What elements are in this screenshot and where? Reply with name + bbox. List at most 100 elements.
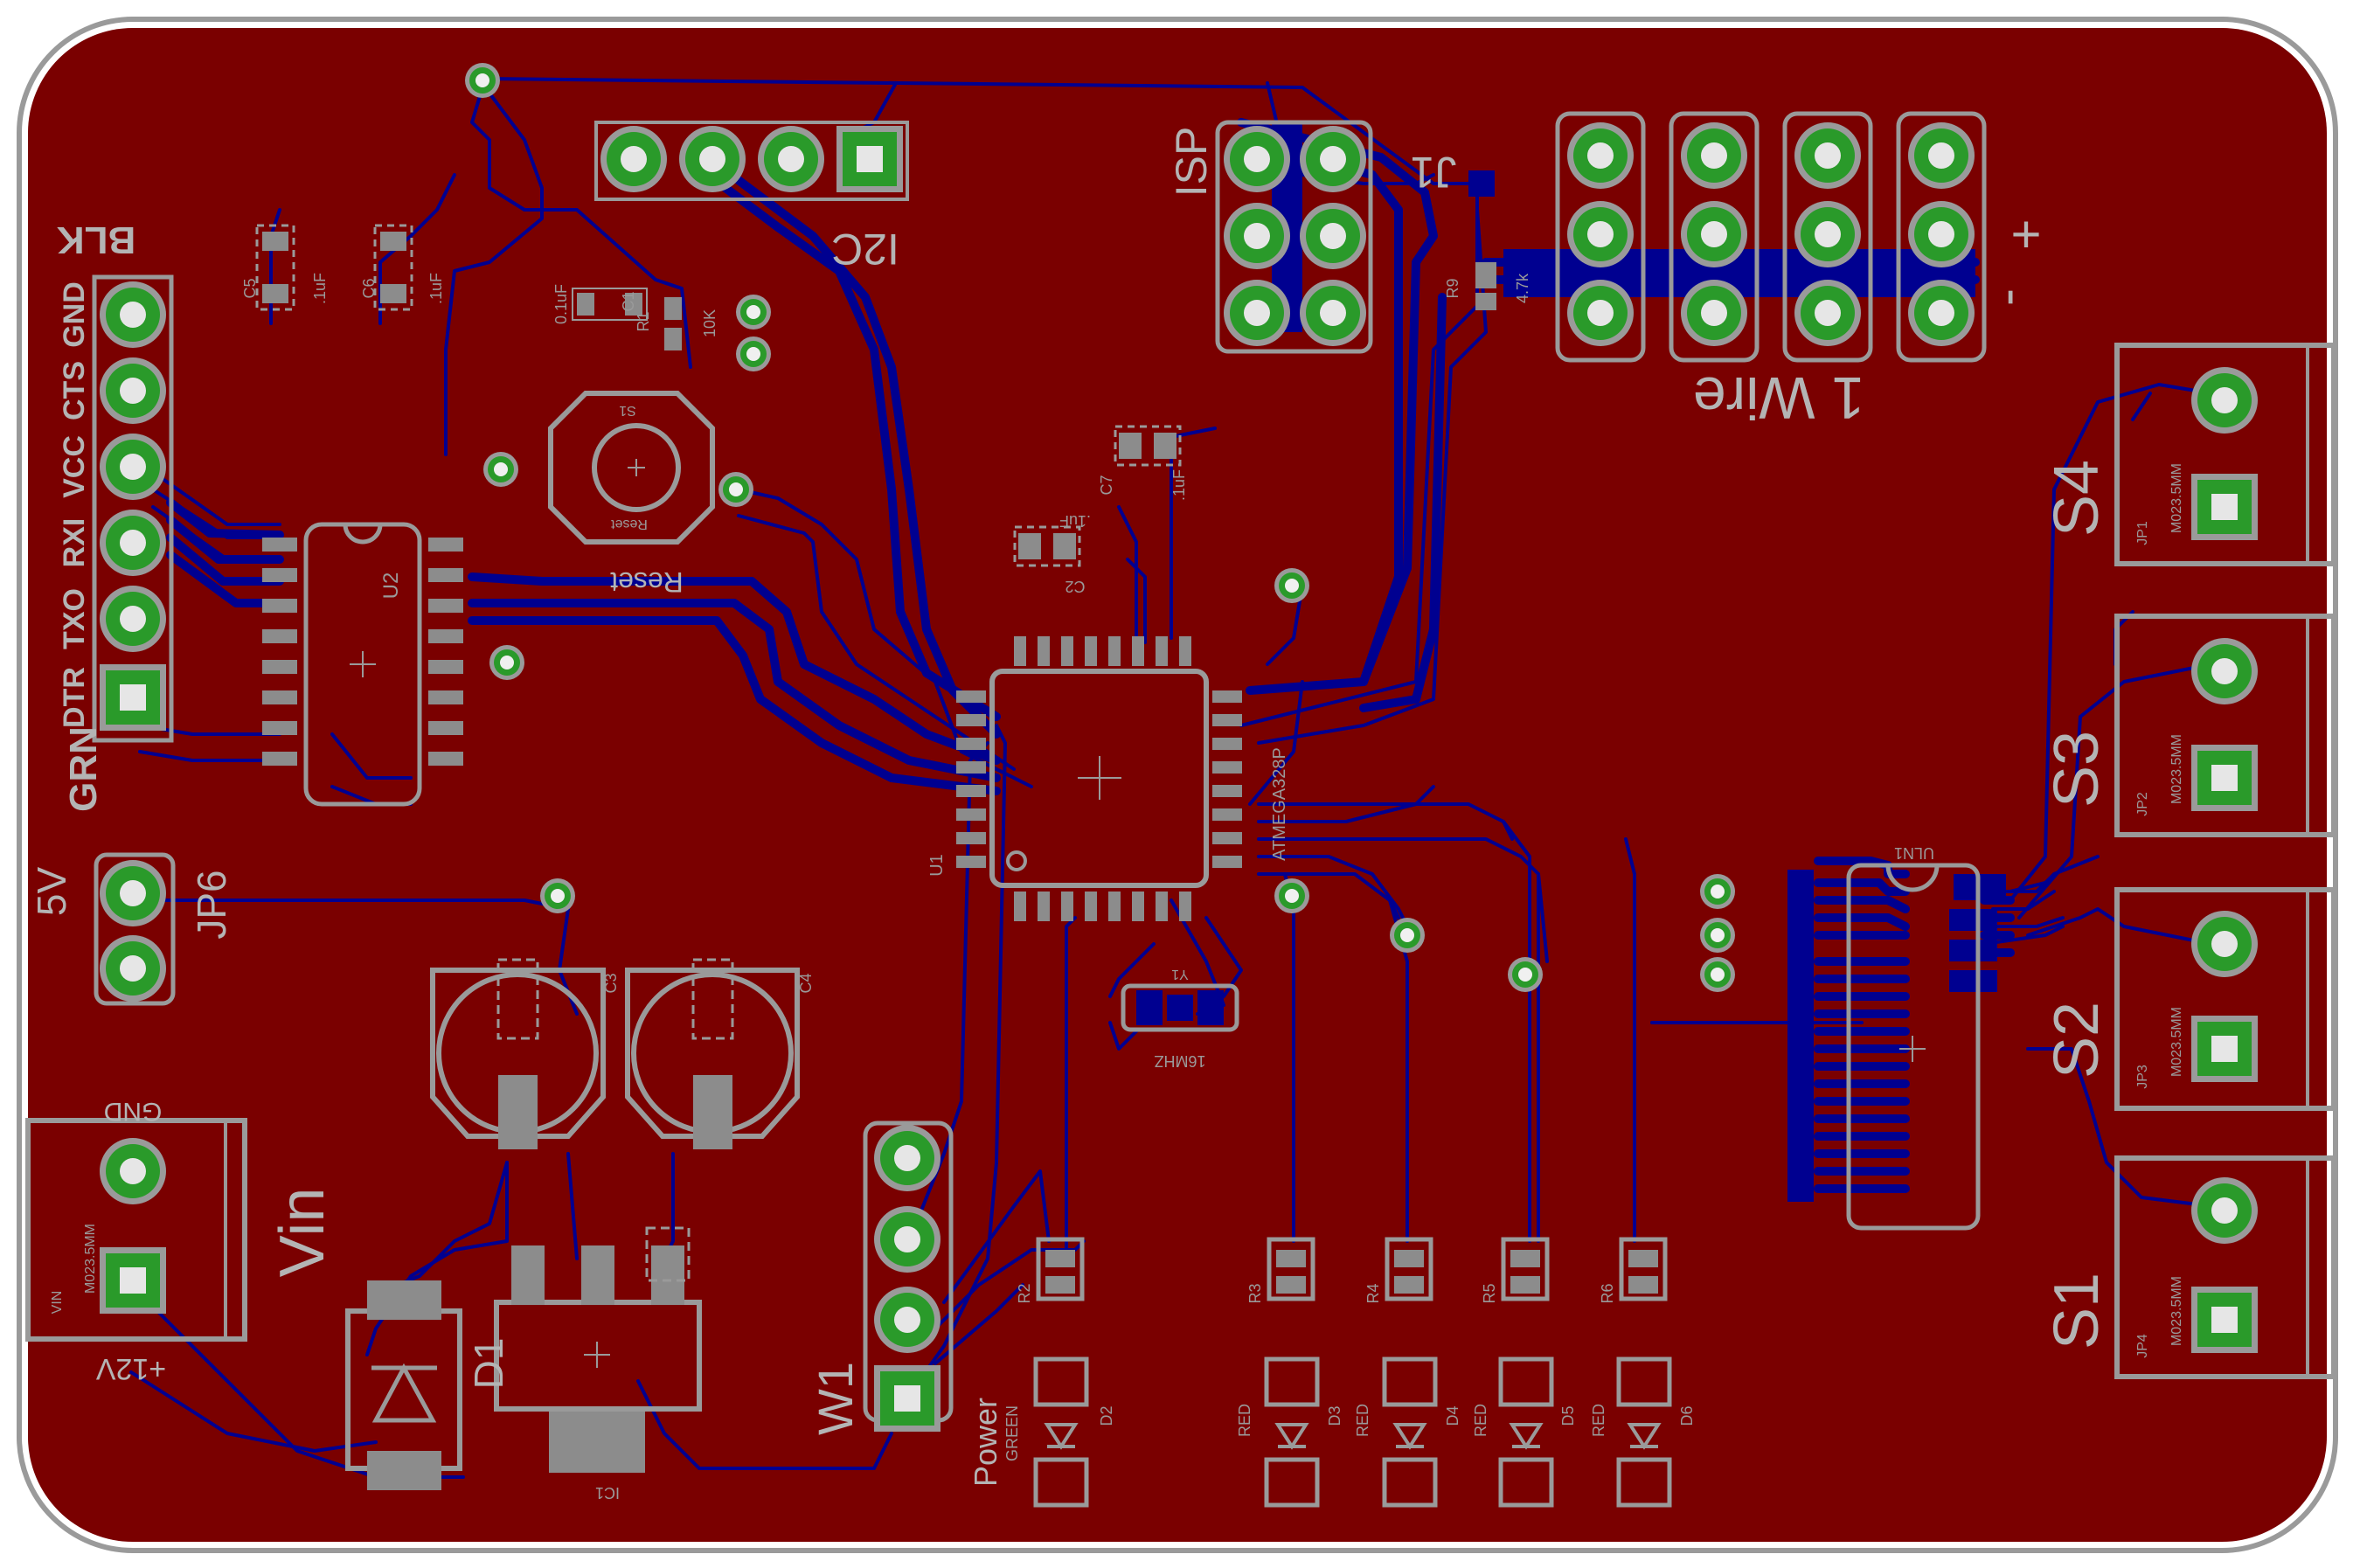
- s1-switch-label: S1: [619, 403, 636, 418]
- uln-label: ULN1: [1894, 844, 1934, 862]
- label-gnd: GND: [58, 281, 91, 348]
- u2-label: U2: [379, 572, 403, 600]
- c1-label: C1: [620, 291, 637, 311]
- r4-d4: [1382, 1237, 1438, 1508]
- i2c-label: I2C: [831, 225, 899, 274]
- plus-label: +: [2010, 205, 2041, 264]
- resistor-r1: [664, 297, 682, 350]
- c4-label: C4: [797, 973, 815, 993]
- label-vcc: VCC: [58, 435, 91, 498]
- jp2-connector: [2114, 614, 2336, 837]
- y1-label: Y1: [1171, 967, 1189, 982]
- sensor-labels: S4 S3 S2 S1: [2042, 460, 2112, 1349]
- r2-d2: [1033, 1237, 1089, 1508]
- c5-value: .1uF: [311, 273, 329, 304]
- sensor-connectors: [2114, 343, 2336, 1379]
- label-dtr: DTR: [58, 667, 91, 728]
- d6-label: D6: [1678, 1405, 1696, 1426]
- s2-label: S2: [2042, 1002, 2112, 1079]
- jp4-label: JP4: [2135, 1334, 2150, 1358]
- d1-label: D1: [466, 1338, 511, 1390]
- jp4-m023: M023.5MM: [2169, 1276, 2184, 1346]
- led-labels: R2 R3 R4 R5 R6 D2 D3 D4 D5 D6 GREEN RED …: [1003, 1283, 1696, 1461]
- vin-connector: [25, 1118, 247, 1342]
- c6-label: C6: [360, 278, 378, 298]
- regulator-ic1: [494, 1226, 702, 1473]
- cap-c6: [373, 224, 413, 311]
- d4-color: RED: [1354, 1404, 1371, 1437]
- m023-vin-label: M023.5MM: [83, 1224, 98, 1294]
- isp-header: [1215, 120, 1373, 354]
- jp2-m023: M023.5MM: [2169, 734, 2184, 804]
- ftdi-labels: BLK GND CTS VCC RXI TXO DTR GRN: [57, 219, 136, 812]
- resistor-r9: [1475, 262, 1496, 310]
- c3-label: C3: [602, 973, 620, 993]
- d6-color: RED: [1590, 1404, 1607, 1437]
- cap-c2: [1013, 525, 1081, 567]
- d3-color: RED: [1236, 1404, 1253, 1437]
- r3-d3: [1264, 1237, 1320, 1508]
- chip-atmega328p: [956, 636, 1242, 921]
- isp-label: ISP: [1167, 127, 1216, 198]
- jp6-header: [94, 852, 176, 1006]
- i2c-header: [594, 121, 909, 201]
- label-grn: GRN: [62, 726, 105, 812]
- label-txo: TXO: [58, 588, 91, 649]
- c2-label: C2: [1065, 578, 1085, 595]
- c2-value: .1uF: [1059, 512, 1091, 530]
- jp2-label: JP2: [2135, 792, 2150, 816]
- d5-color: RED: [1472, 1404, 1489, 1437]
- label-cts: CTS: [58, 361, 91, 420]
- j1-label: J1: [1411, 148, 1457, 197]
- c7-label: C7: [1098, 475, 1115, 495]
- c7-value: .1uF: [1170, 469, 1188, 501]
- d3-label: D3: [1326, 1405, 1343, 1426]
- label-rxi: RXI: [58, 518, 91, 568]
- s1-label: S1: [2042, 1273, 2112, 1349]
- chip-uln: [1846, 863, 1981, 1231]
- crystal-y1: [1121, 983, 1239, 1032]
- mcu-label: ATMEGA328P: [1270, 747, 1289, 861]
- w1-label: W1: [808, 1362, 863, 1435]
- v12-label: +12V: [96, 1352, 167, 1385]
- c5-label: C5: [241, 278, 259, 298]
- d5-label: D5: [1559, 1405, 1577, 1426]
- c6-value: .1uF: [427, 273, 445, 304]
- r6-label: R6: [1599, 1283, 1616, 1303]
- vin-small-label: VIN: [50, 1291, 65, 1315]
- onewire-label: 1 Wire: [1693, 364, 1864, 431]
- r5-d5: [1498, 1237, 1554, 1508]
- cap-c1: [572, 288, 648, 321]
- reset-switch: [548, 391, 715, 545]
- d2-color: GREEN: [1003, 1405, 1021, 1461]
- jp3-label: JP3: [2135, 1065, 2150, 1089]
- ftdi-header: [92, 274, 174, 743]
- cap-c7: [1114, 425, 1182, 467]
- gnd-label: GND: [104, 1097, 163, 1126]
- jp1-m023: M023.5MM: [2169, 463, 2184, 533]
- w1-header: [863, 1120, 954, 1432]
- r9-label: R9: [1444, 278, 1461, 298]
- vin-label: Vin: [267, 1188, 337, 1278]
- onewire-headers: [1555, 111, 1987, 363]
- cap-c5: [255, 224, 295, 311]
- r1-label: R1: [635, 311, 652, 331]
- xtal-label: 16MHZ: [1154, 1052, 1205, 1070]
- v5-label: 5V: [29, 867, 74, 917]
- r9-value: 4.7k: [1514, 273, 1531, 303]
- jp6-label: JP6: [189, 870, 234, 939]
- reset-label: Reset: [610, 566, 684, 598]
- s3-label: S3: [2042, 731, 2112, 808]
- s4-label: S4: [2042, 460, 2112, 537]
- jp3-connector: [2114, 887, 2336, 1111]
- r3-label: R3: [1246, 1283, 1264, 1303]
- label-blk: BLK: [57, 219, 136, 261]
- r5-label: R5: [1481, 1283, 1498, 1303]
- r2-label: R2: [1016, 1283, 1033, 1303]
- jp3-m023: M023.5MM: [2169, 1007, 2184, 1077]
- u1-label: U1: [927, 854, 947, 877]
- power-label: Power: [968, 1398, 1003, 1487]
- ic1-label: IC1: [595, 1484, 620, 1502]
- jp-small-labels: JP1 M023.5MM JP2 M023.5MM JP3 M023.5MM J…: [2135, 463, 2184, 1358]
